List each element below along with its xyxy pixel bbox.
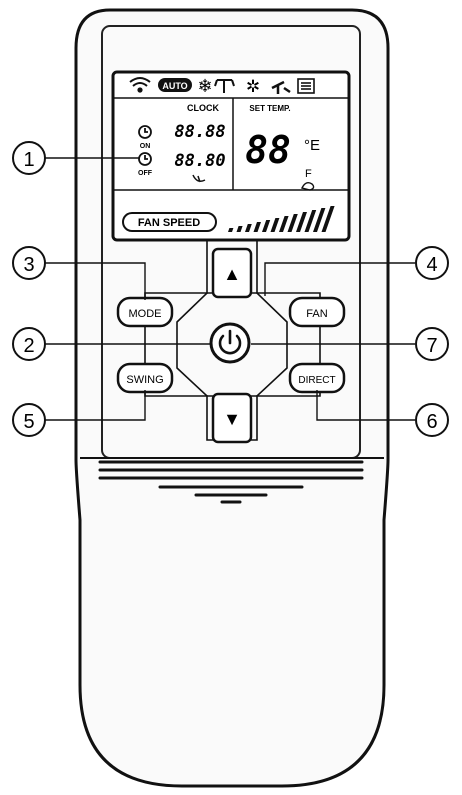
fan-speed-bar (228, 228, 234, 232)
fan-speed-bar (296, 212, 307, 232)
clock-off-value: 88.80 (174, 151, 225, 171)
callout-7-label: 7 (426, 335, 437, 357)
off-label: OFF (138, 170, 153, 177)
tshirt-icon (214, 79, 235, 93)
callout-6-label: 6 (426, 411, 437, 433)
center-octagon (176, 292, 288, 397)
clock-label: CLOCK (187, 103, 219, 113)
fan-speed-bar (304, 210, 317, 232)
callout-2-label: 2 (23, 335, 34, 357)
battery-cover-grooves (98, 460, 364, 504)
callout-1-label: 1 (23, 149, 34, 171)
on-label: ON (140, 143, 151, 150)
down-arrow-icon: ▼ (223, 409, 241, 429)
power-icon (218, 329, 242, 355)
fan-speed-bars (228, 206, 335, 232)
callout-2: 2 (12, 327, 46, 361)
callout-7: 7 (415, 327, 449, 361)
auto-badge (158, 78, 192, 92)
fan-speed-bar (321, 206, 335, 232)
callout-3: 3 (12, 246, 46, 280)
up-button[interactable] (211, 247, 253, 299)
down-button[interactable] (211, 392, 253, 444)
up-arrow-icon: ▲ (223, 264, 241, 284)
callout-5-label: 5 (23, 411, 34, 433)
auto-badge-label: AUTO (162, 81, 187, 91)
temp-digits: 88 (245, 128, 291, 172)
callout-5: 5 (12, 403, 46, 437)
fan-speed-bar (270, 218, 280, 232)
fan-icon (271, 80, 291, 94)
temp-sub-label: F (305, 168, 312, 180)
swing-button-label: SWING (126, 374, 163, 386)
fan-button[interactable] (288, 296, 346, 328)
callout-6: 6 (415, 403, 449, 437)
fan-speed-bar (253, 222, 261, 232)
mode-button-label: MODE (129, 308, 162, 320)
fan-speed-bar (262, 220, 271, 232)
fan-button-label: FAN (306, 308, 327, 320)
fan-speed-badge (122, 212, 217, 232)
fan-speed-label: FAN SPEED (138, 217, 200, 229)
set-temp-label: SET TEMP. (249, 104, 290, 113)
callout-4: 4 (415, 246, 449, 280)
fan-speed-bar (236, 226, 243, 232)
fan-speed-bar (279, 216, 289, 232)
direct-button-label: DIRECT (298, 375, 335, 386)
wifi-icon (129, 77, 151, 93)
clock-off-icon (138, 152, 152, 166)
callout-4-label: 4 (426, 254, 437, 276)
sun-icon: ✲ (246, 77, 260, 96)
clock-on-icon (138, 125, 152, 139)
swing-lines-icon (297, 78, 315, 94)
callout-leader-lines (45, 157, 415, 421)
fan-speed-bar (245, 224, 252, 232)
clock-on-value: 88.88 (174, 122, 225, 142)
callout-1: 1 (12, 141, 46, 175)
person-icon (192, 174, 206, 183)
fan-speed-bar (313, 208, 326, 232)
callout-3-label: 3 (23, 254, 34, 276)
hand-icon (300, 181, 315, 191)
fan-speed-bar (287, 214, 298, 232)
snowflake-icon: ❄ (197, 76, 212, 96)
temp-unit: °E (304, 137, 320, 154)
